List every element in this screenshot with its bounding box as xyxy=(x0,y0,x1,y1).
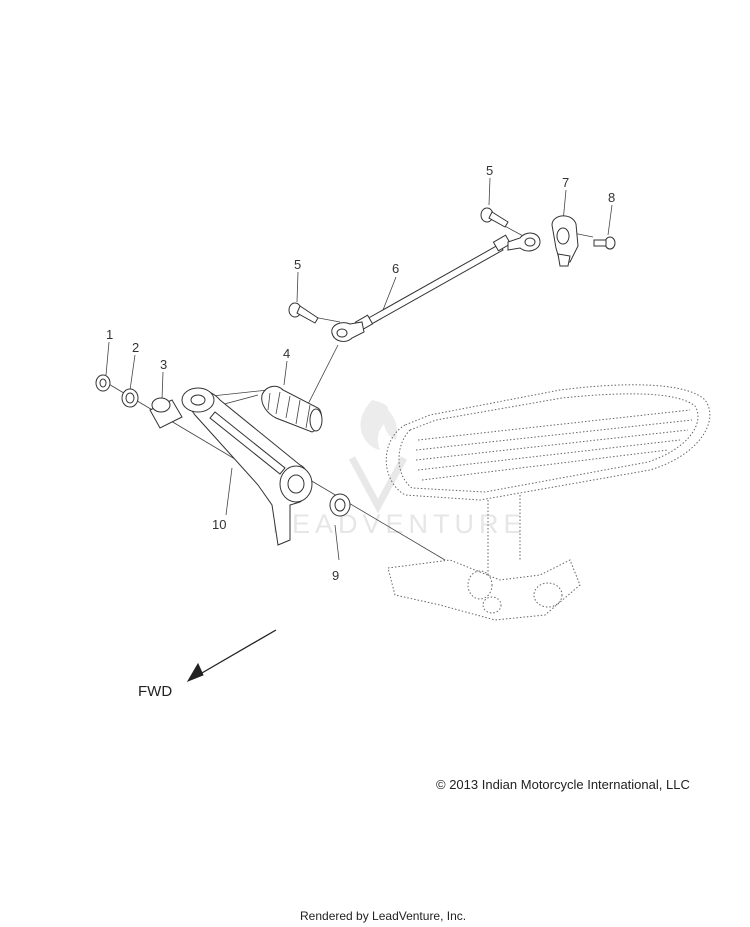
rendered-by-text: Rendered by LeadVenture, Inc. xyxy=(300,909,466,923)
forward-arrow-shaft xyxy=(194,629,277,678)
fwd-label: FWD xyxy=(138,683,172,700)
forward-direction-indicator: FWD xyxy=(138,629,277,700)
copyright-text: © 2013 Indian Motorcycle International, … xyxy=(436,777,690,792)
callout-4: 4 xyxy=(283,346,290,361)
part-3-bushing xyxy=(149,397,183,429)
part-5-bolt-lower xyxy=(288,302,319,324)
watermark-text: LEADVENTURE xyxy=(272,509,527,539)
callout-6: 6 xyxy=(392,261,399,276)
callout-1: 1 xyxy=(106,327,113,342)
part-9-washer xyxy=(329,493,351,517)
part-6-shift-rod xyxy=(331,232,541,342)
part-5-bolt-upper xyxy=(480,207,509,228)
callout-3: 3 xyxy=(160,357,167,372)
leadventure-watermark: LEADVENTURE xyxy=(272,400,527,539)
floorboard xyxy=(385,384,711,621)
floorboard-ribs xyxy=(415,409,693,481)
callout-numbers: 1 2 3 4 5 5 6 7 8 9 10 xyxy=(106,163,615,583)
callout-5-lower: 5 xyxy=(294,257,301,272)
part-8-bolt xyxy=(593,236,616,250)
callout-10: 10 xyxy=(212,517,226,532)
part-4-shift-peg xyxy=(261,385,323,433)
part-7-clamp xyxy=(551,215,579,267)
callout-5-upper: 5 xyxy=(486,163,493,178)
part-1-washer xyxy=(95,374,111,392)
callout-9: 9 xyxy=(332,568,339,583)
callout-2: 2 xyxy=(132,340,139,355)
callout-7: 7 xyxy=(562,175,569,190)
forward-arrow-head xyxy=(186,662,204,683)
callout-8: 8 xyxy=(608,190,615,205)
part-10-shift-lever xyxy=(181,387,313,546)
part-2-washer xyxy=(121,388,139,408)
